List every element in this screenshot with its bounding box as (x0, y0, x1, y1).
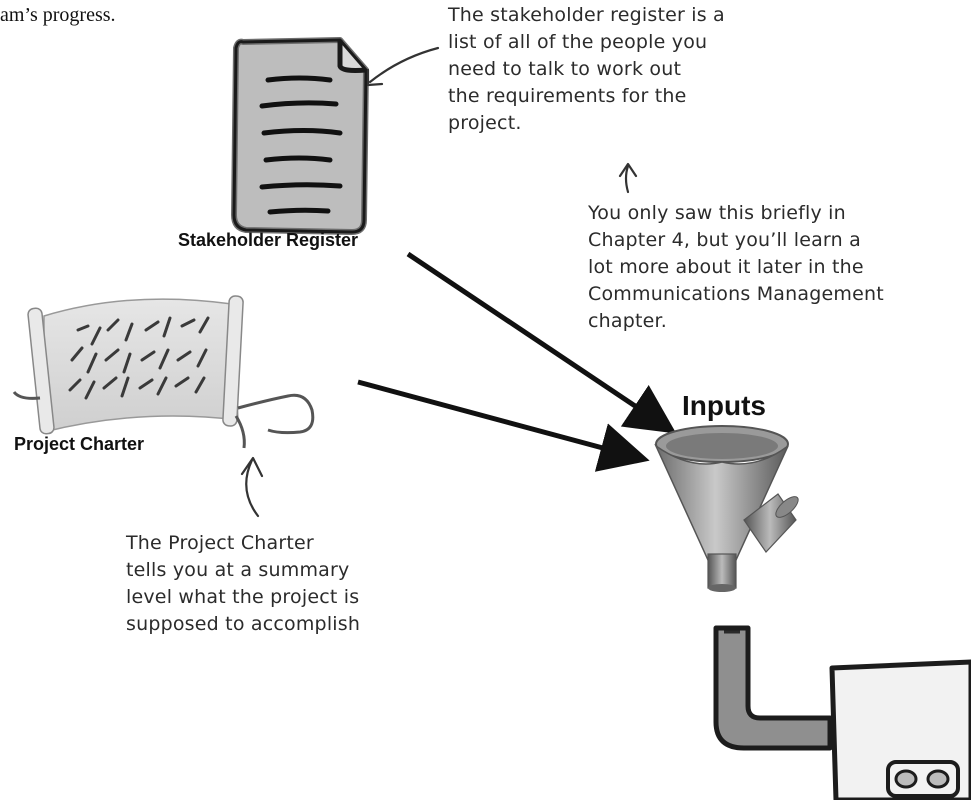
machine-icon (829, 659, 971, 800)
stakeholder-register-label: Stakeholder Register (178, 230, 359, 250)
pipe-icon (713, 625, 833, 751)
chapter-note-line: Communications Management (588, 283, 884, 305)
chapter-note: You only saw this briefly in Chapter 4, … (588, 200, 884, 335)
stakeholder-note-line: list of all of the people you (448, 31, 708, 53)
project-charter-label: Project Charter (14, 434, 145, 454)
charter-note-line: level what the project is (126, 586, 360, 608)
charter-note-line: supposed to accomplish (126, 613, 361, 635)
top-text-fragment: am’s progress. (0, 4, 116, 26)
chapter-note-line: lot more about it later in the (588, 256, 864, 278)
arrow-charter-to-inputs (357, 379, 650, 472)
chapter-note-line: chapter. (588, 310, 668, 332)
document-icon (231, 37, 369, 235)
funnel-icon (654, 425, 799, 592)
annotation-arrow-stakeholder (366, 46, 440, 87)
stakeholder-note: The stakeholder register is a list of al… (448, 2, 725, 137)
stakeholder-note-line: project. (448, 112, 522, 134)
chapter-note-line: Chapter 4, but you’ll learn a (588, 229, 861, 251)
stakeholder-note-line: the requirements for the (448, 85, 687, 107)
inputs-label: Inputs (682, 390, 766, 421)
charter-note: The Project Charter tells you at a summa… (126, 530, 360, 638)
charter-note-line: tells you at a summary (126, 559, 350, 581)
scroll-icon (12, 295, 315, 449)
annotation-arrow-charter (240, 456, 264, 518)
stakeholder-note-line: The stakeholder register is a (448, 4, 725, 26)
charter-note-line: The Project Charter (126, 532, 314, 554)
chapter-note-line: You only saw this briefly in (588, 202, 846, 224)
stakeholder-note-line: need to talk to work out (448, 58, 682, 80)
arrow-register-to-inputs (406, 251, 677, 434)
annotation-arrow-chapter (618, 162, 638, 194)
